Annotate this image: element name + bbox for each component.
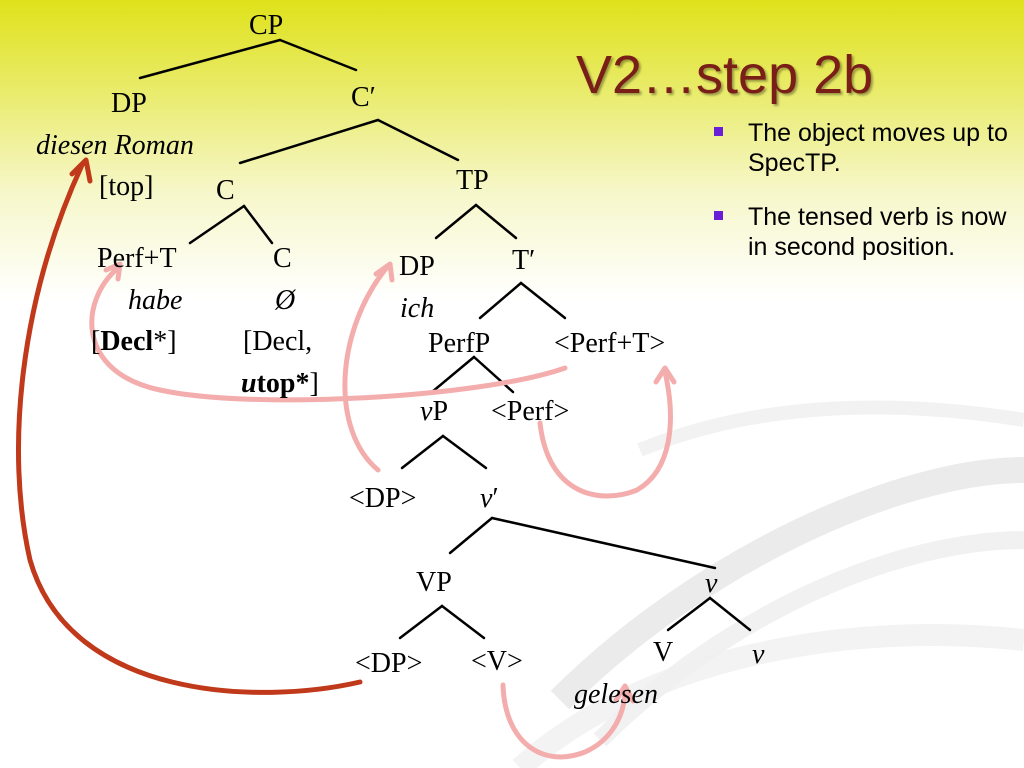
node-c: C	[216, 175, 235, 206]
node-perf-t: Perf+T	[97, 243, 177, 274]
node-perf-t-trace: <Perf+T>	[554, 328, 666, 359]
subject-raising-arrow	[342, 263, 391, 473]
node-v-trace: <V>	[471, 646, 523, 677]
branch-c-chead	[242, 204, 274, 245]
branch-tbar-perfp	[478, 281, 523, 320]
bullet-list: The object moves up to SpecTP. The tense…	[712, 118, 1012, 286]
decl-bold: Decl	[100, 326, 154, 357]
verb-to-v-arrow	[500, 682, 628, 760]
branch-cbar-tp	[376, 118, 460, 162]
star-close: *]	[153, 326, 177, 357]
branch-vp-dp-trace	[400, 434, 445, 470]
node-cbar: C′	[351, 82, 376, 113]
branch-perfp-perf-trace	[472, 355, 515, 394]
node-decl-feature: [Decl*]	[91, 328, 177, 356]
square-bullet-icon	[714, 211, 723, 220]
small-v: v	[420, 396, 433, 427]
branch-cp-dp	[138, 38, 282, 80]
node-vbar: v′	[480, 485, 499, 513]
node-perfp: PerfP	[428, 328, 491, 359]
node-null-c: Ø	[275, 285, 296, 316]
node-cp: CP	[249, 10, 284, 41]
node-v-small-head: v	[705, 568, 718, 599]
bullet-text: The object moves up to SpecTP.	[748, 119, 1008, 177]
branch-tp-tbar	[474, 203, 518, 240]
branch-vbar-v	[490, 516, 717, 570]
node-V-cap: V	[653, 637, 674, 668]
feature-u: u	[241, 368, 257, 399]
bullet-text: The tensed verb is now in second positio…	[748, 203, 1007, 261]
perf-to-t-arrowhead	[653, 365, 677, 385]
node-dp-trace-2: <DP>	[355, 648, 423, 679]
node-vp-small: vP	[420, 398, 448, 426]
verb-to-c-arrow	[89, 265, 568, 403]
branch-v-V	[666, 596, 712, 632]
node-ich: ich	[400, 293, 435, 324]
node-tbar: T′	[512, 245, 536, 276]
node-c-feature-line1: [Decl,	[243, 326, 313, 357]
phrase-p: P	[432, 396, 449, 427]
node-dp-subject: DP	[399, 251, 435, 282]
object-movement-arrow	[16, 162, 363, 695]
node-habe: habe	[128, 285, 183, 316]
branch-cbar-c	[238, 118, 380, 165]
node-c-head: C	[273, 243, 292, 274]
branch-perfp-vp	[430, 355, 476, 394]
node-c-feature-line2: utop*]	[241, 370, 319, 398]
bracket-close: ]	[309, 368, 319, 399]
perf-to-t-arrow	[537, 369, 673, 499]
branch-cp-cbar	[278, 38, 358, 72]
node-dp-trace-1: <DP>	[349, 483, 417, 514]
branch-tp-dp	[434, 203, 478, 240]
branch-vp-vbar	[441, 434, 488, 470]
branch-c-perft	[188, 204, 246, 245]
bullet-item-verb: The tensed verb is now in second positio…	[712, 202, 1012, 262]
verb-to-v-arrowhead	[613, 683, 636, 704]
square-bullet-icon	[714, 127, 723, 136]
node-dp-spec-feature: [top]	[99, 171, 154, 202]
node-v-small-leaf: v	[752, 639, 765, 670]
prime: ′	[492, 483, 499, 514]
node-VP: VP	[416, 567, 452, 598]
bracket-open: [	[91, 326, 101, 357]
node-dp-spec: DP	[111, 88, 147, 119]
slide-title: V2…step 2b	[576, 45, 874, 105]
feature-top: top*	[256, 368, 310, 399]
branch-v-vleaf	[708, 596, 752, 632]
small-v: v	[480, 483, 493, 514]
branch-tbar-perft-trace	[519, 281, 567, 320]
node-perf-trace: <Perf>	[491, 396, 570, 427]
verb-to-c-arrowhead	[103, 261, 123, 282]
node-dp-spec-words: diesen Roman	[36, 130, 194, 161]
node-tp: TP	[456, 165, 489, 196]
bullet-item-object: The object moves up to SpecTP.	[712, 118, 1012, 178]
subject-raising-arrowhead	[373, 261, 395, 283]
branch-VP-dp-trace	[398, 604, 444, 640]
node-gelesen: gelesen	[574, 679, 658, 710]
branch-vbar-VP	[448, 516, 494, 555]
branch-VP-v-trace	[440, 604, 486, 640]
object-movement-arrowhead	[69, 157, 93, 184]
